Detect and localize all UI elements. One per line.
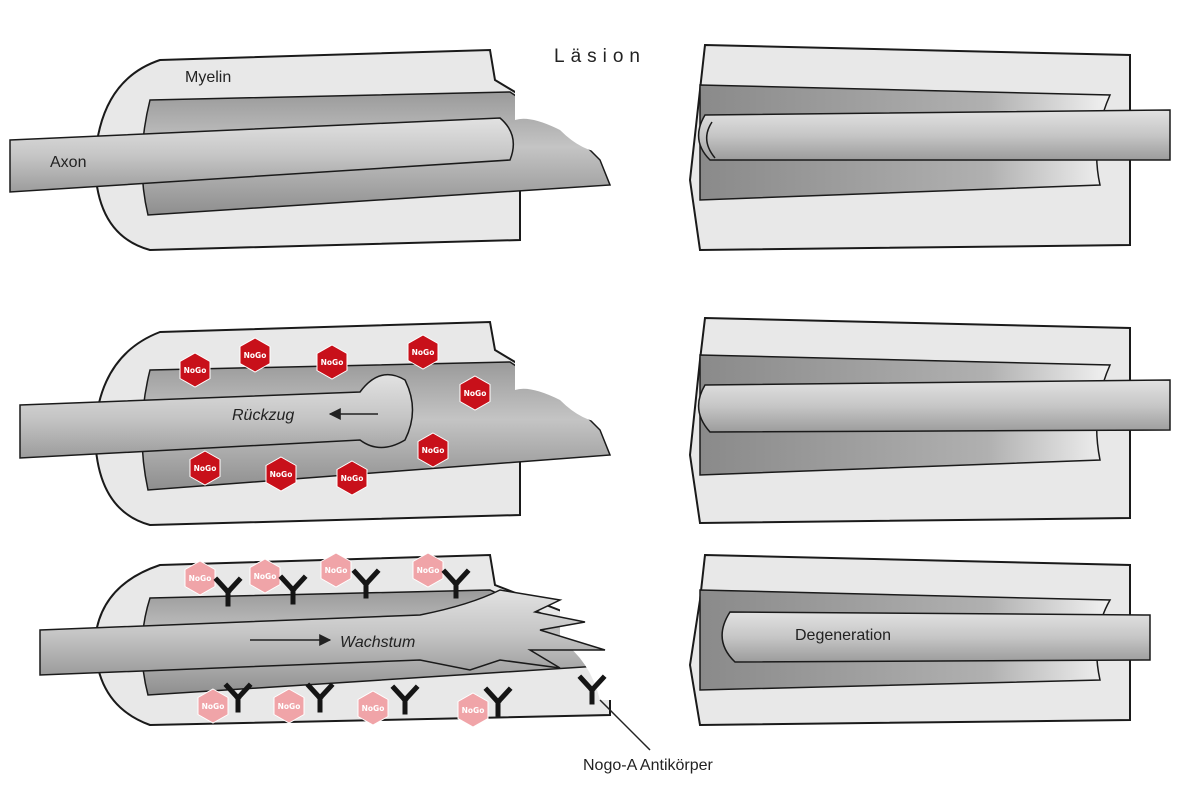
- svg-text:NoGo: NoGo: [464, 389, 487, 398]
- nogo-hexagons-blocked: NoGo NoGo NoGo NoGo NoGo NoGo NoGo NoGo: [184, 552, 489, 728]
- svg-text:NoGo: NoGo: [341, 474, 364, 483]
- nogo-hexagon-icon: NoGo: [417, 432, 449, 468]
- svg-text:NoGo: NoGo: [202, 702, 225, 711]
- growth-label: Wachstum: [340, 634, 415, 651]
- nogo-hexagon-icon: NoGo: [239, 337, 271, 373]
- degeneration-label: Degeneration: [795, 627, 891, 644]
- nogo-hexagons-active: NoGo NoGo NoGo NoGo NoGo NoGo NoGo NoGo …: [179, 334, 491, 496]
- svg-text:NoGo: NoGo: [184, 366, 207, 375]
- panel-retraction: Rückzug NoGo NoGo NoGo NoGo NoGo NoGo No…: [19, 316, 1171, 527]
- axon-left[interactable]: [9, 117, 515, 193]
- antibody-pointer-line: [599, 699, 651, 751]
- svg-text:NoGo: NoGo: [362, 704, 385, 713]
- svg-text:NoGo: NoGo: [462, 706, 485, 715]
- svg-text:NoGo: NoGo: [244, 351, 267, 360]
- nogo-hexagon-icon: NoGo: [249, 558, 281, 594]
- svg-text:NoGo: NoGo: [270, 470, 293, 479]
- retraction-label: Rückzug: [232, 407, 294, 424]
- svg-text:NoGo: NoGo: [254, 572, 277, 581]
- nogo-hexagon-icon: NoGo: [357, 690, 389, 726]
- nogo-hexagon-icon: NoGo: [320, 552, 352, 588]
- svg-text:NoGo: NoGo: [412, 348, 435, 357]
- svg-text:NoGo: NoGo: [278, 702, 301, 711]
- lesion-gap: [515, 83, 695, 154]
- nogo-hexagon-icon: NoGo: [184, 560, 216, 596]
- nogo-hexagon-icon: NoGo: [459, 375, 491, 411]
- nogo-hexagon-icon: NoGo: [407, 334, 439, 370]
- nogo-hexagon-icon: NoGo: [179, 352, 211, 388]
- nogo-hexagon-icon: NoGo: [412, 552, 444, 588]
- svg-text:NoGo: NoGo: [189, 574, 212, 583]
- svg-text:NoGo: NoGo: [422, 446, 445, 455]
- lesion-gap-2: [515, 353, 695, 424]
- nogo-hexagon-icon: NoGo: [265, 456, 297, 492]
- lesion-gap-3: [560, 560, 720, 700]
- svg-text:NoGo: NoGo: [417, 566, 440, 575]
- lesion-label: Läsion: [554, 46, 646, 67]
- nogo-hexagon-icon: NoGo: [457, 692, 489, 728]
- axon-right-stump-2[interactable]: [697, 379, 1171, 433]
- nogo-hexagon-icon: NoGo: [316, 344, 348, 380]
- axon-right-stump[interactable]: [697, 109, 1171, 161]
- nogo-hexagon-icon: NoGo: [336, 460, 368, 496]
- myelin-label: Myelin: [185, 69, 231, 86]
- nogo-hexagon-icon: NoGo: [197, 688, 229, 724]
- svg-text:NoGo: NoGo: [194, 464, 217, 473]
- antibody-label: Nogo-A Antikörper: [583, 757, 714, 774]
- nogo-hexagon-icon: NoGo: [189, 450, 221, 486]
- svg-text:NoGo: NoGo: [321, 358, 344, 367]
- axon-retracted[interactable]: [19, 373, 414, 459]
- svg-text:NoGo: NoGo: [325, 566, 348, 575]
- axon-label: Axon: [50, 154, 86, 171]
- panel-regeneration: Wachstum Degeneration NoGo NoGo NoGo NoG…: [39, 552, 1151, 774]
- axon-growing[interactable]: [39, 589, 606, 676]
- panel-lesion: Läsion Myelin Axon: [9, 43, 1171, 252]
- axon-degenerating[interactable]: [721, 611, 1151, 663]
- nogo-hexagon-icon: NoGo: [273, 688, 305, 724]
